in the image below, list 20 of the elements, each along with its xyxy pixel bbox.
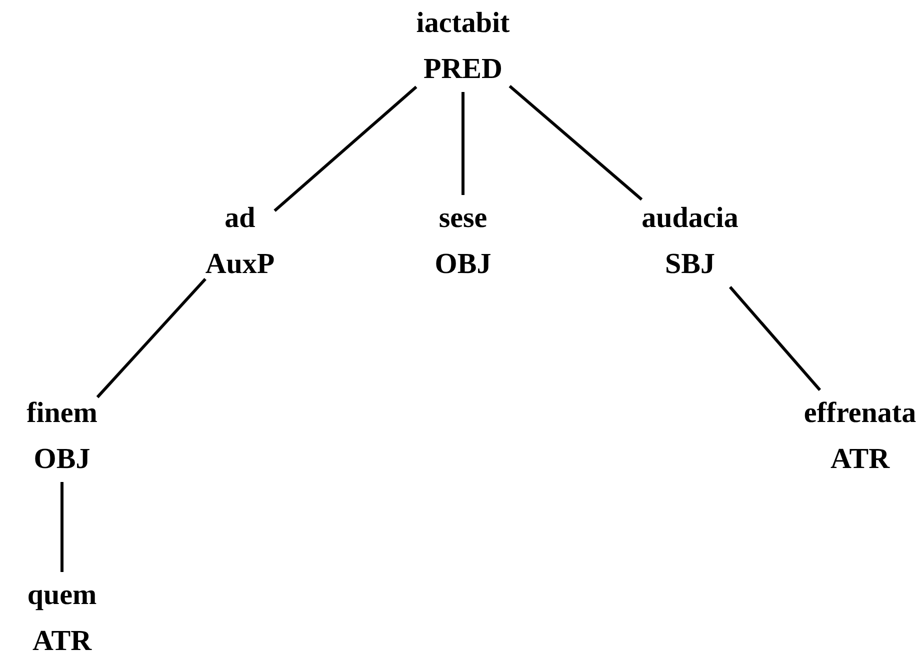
word-label: sese [438, 201, 488, 236]
tree-branch-line [60, 482, 64, 572]
word-label: ad [224, 201, 256, 236]
function-label: SBJ [664, 247, 716, 282]
tree-branch-line [508, 85, 643, 201]
tree-branch-line [462, 92, 464, 195]
function-label: OBJ [434, 247, 492, 282]
function-label: OBJ [32, 442, 92, 477]
function-label: ATR [829, 442, 891, 477]
word-label: quem [27, 578, 97, 613]
word-label: iactabit [416, 6, 510, 41]
tree-branch-line [96, 278, 206, 398]
word-label: finem [26, 396, 98, 431]
function-label: ATR [31, 624, 93, 658]
tree-branch-line [728, 286, 822, 391]
function-label: PRED [422, 52, 504, 87]
word-label: effrenata [804, 396, 916, 431]
word-label: audacia [642, 201, 738, 236]
function-label: AuxP [205, 247, 275, 282]
tree-branch-line [274, 86, 418, 212]
